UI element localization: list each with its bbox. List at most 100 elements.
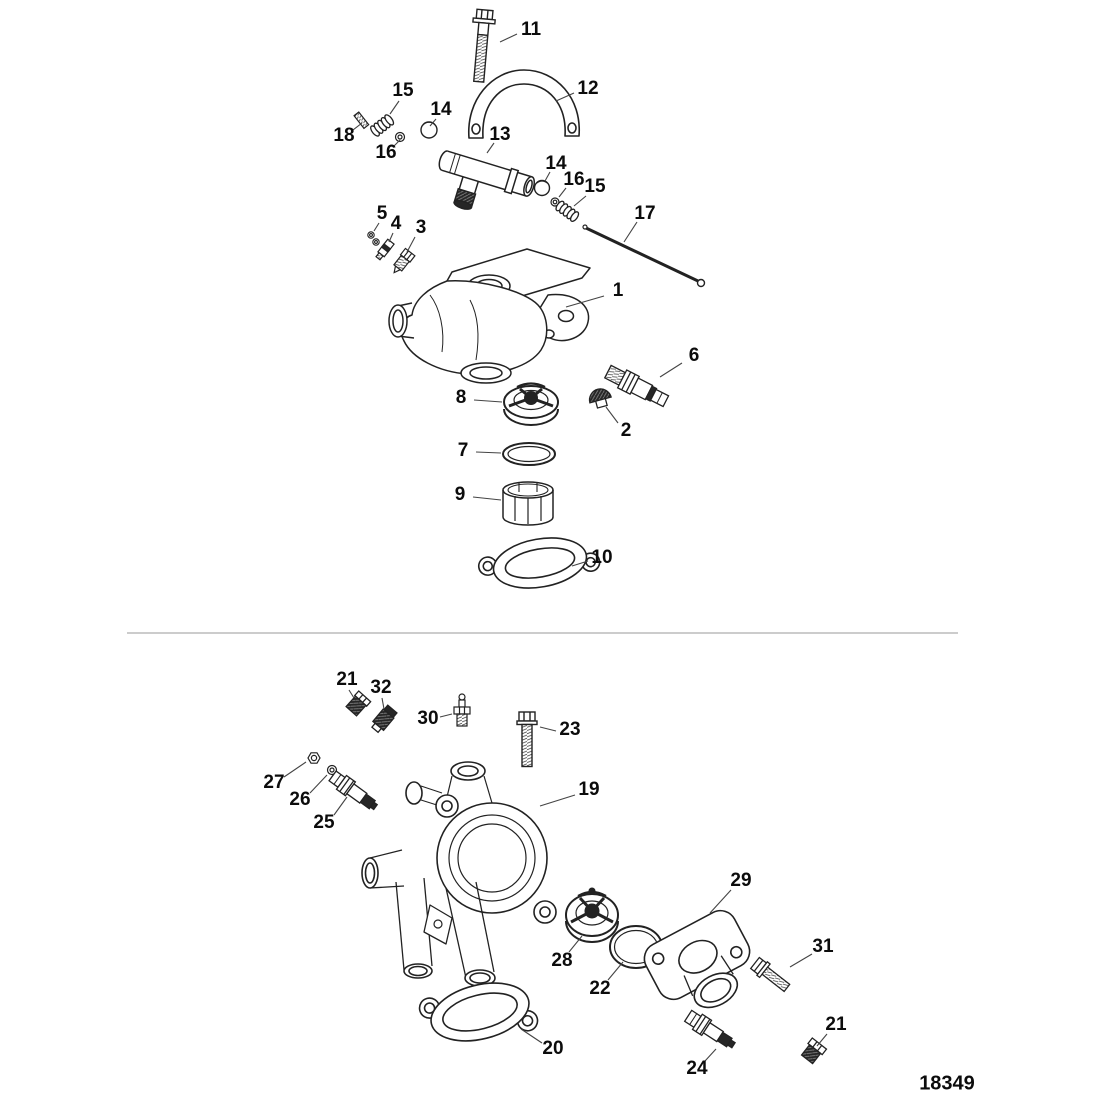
callout-label: 12	[577, 78, 599, 99]
leader-line	[486, 142, 495, 154]
part-26-washer	[326, 764, 338, 776]
part-18-screw	[353, 111, 370, 130]
part-8-thermostat	[503, 382, 559, 426]
callout-label: 18	[333, 125, 355, 146]
callout-label: 6	[688, 345, 700, 366]
part-3-fitting	[393, 247, 416, 274]
drawing-number: 18349	[919, 1072, 975, 1095]
callout-label: 32	[370, 677, 392, 698]
leader-line	[439, 713, 453, 718]
part-20-gasket	[418, 982, 539, 1042]
callout-label: 14	[545, 153, 567, 174]
part-12-bracket	[468, 69, 580, 139]
callout-label: 5	[376, 203, 388, 224]
callout-label: 3	[415, 217, 427, 238]
callout-label: 19	[578, 779, 600, 800]
part-19-thermostat-housing	[361, 761, 557, 987]
leader-line	[373, 222, 380, 232]
callout-label: 28	[551, 950, 573, 971]
leader-line	[607, 961, 624, 981]
callout-label: 26	[289, 789, 311, 810]
leader-line	[568, 935, 583, 953]
callout-label: 9	[454, 484, 466, 505]
callout-label: 21	[336, 669, 358, 690]
leader-line	[709, 889, 732, 914]
part-14-plug-left	[420, 121, 438, 139]
callout-label: 22	[589, 978, 611, 999]
part-16-washer-upper	[394, 131, 406, 143]
leader-line	[520, 1028, 543, 1044]
part-25-sensor	[328, 770, 379, 811]
leader-line	[571, 560, 589, 567]
callout-label: 30	[417, 708, 439, 729]
leader-line	[558, 187, 567, 198]
leader-line	[283, 761, 307, 778]
part-24-sensor	[683, 1009, 737, 1049]
leader-line	[392, 139, 401, 148]
part-6-fitting	[603, 364, 670, 408]
callout-label: 14	[430, 99, 452, 120]
leader-line	[499, 33, 518, 43]
leader-line	[352, 122, 363, 131]
leader-line	[573, 195, 587, 207]
leader-line	[475, 451, 502, 454]
callout-label: 11	[520, 19, 542, 40]
leader-line	[623, 221, 638, 243]
callout-label: 10	[591, 547, 613, 568]
leader-line	[659, 362, 683, 378]
leader-line	[333, 796, 348, 816]
leader-line	[555, 92, 575, 102]
callout-label: 31	[812, 936, 834, 957]
part-17-rod	[582, 224, 706, 288]
leader-line	[565, 295, 605, 308]
callout-label: 15	[584, 176, 606, 197]
leader-line	[472, 496, 502, 501]
part-1-thermostat-housing	[388, 248, 591, 384]
leader-line	[473, 399, 503, 403]
callout-label: 7	[457, 440, 469, 461]
part-4-sensor	[375, 238, 395, 261]
leader-line-layer	[283, 33, 828, 1062]
leader-line	[389, 100, 400, 115]
callout-label: 4	[390, 213, 402, 234]
leader-line	[406, 236, 416, 253]
part-32-fitting	[371, 704, 398, 734]
leader-line	[544, 171, 551, 182]
callout-label: 20	[542, 1038, 564, 1059]
part-23-bolt	[516, 711, 538, 768]
callout-label: 13	[489, 124, 511, 145]
part-28-thermostat	[565, 887, 619, 943]
part-7-oring	[502, 442, 556, 466]
callout-label: 2	[620, 420, 632, 441]
leader-line	[539, 794, 576, 807]
part-11-bolt	[472, 8, 496, 83]
leader-line	[539, 726, 557, 732]
part-2-plug	[588, 388, 612, 409]
leader-line	[388, 232, 394, 243]
callout-label: 21	[825, 1014, 847, 1035]
part-13-tube	[438, 150, 536, 210]
leader-line	[381, 697, 385, 710]
leader-line	[605, 406, 619, 424]
leader-line	[816, 1033, 828, 1047]
callout-label: 24	[686, 1058, 708, 1079]
part-5-washers	[367, 231, 380, 246]
callout-label: 15	[392, 80, 414, 101]
part-15-spring-upper	[370, 114, 395, 137]
callout-label: 8	[455, 387, 467, 408]
part-10-gasket	[477, 537, 601, 589]
part-9-sleeve	[502, 481, 554, 526]
callout-label: 23	[559, 719, 581, 740]
leader-line	[704, 1048, 717, 1062]
callout-label: 25	[313, 812, 335, 833]
callout-label: 17	[634, 203, 656, 224]
callout-label: 27	[263, 772, 285, 793]
leader-line	[789, 953, 813, 968]
leader-line	[309, 774, 328, 794]
callout-label: 16	[375, 142, 397, 163]
part-21-plug-left	[345, 690, 372, 717]
part-31-bolt	[749, 956, 791, 993]
part-15-spring-right	[555, 200, 580, 222]
